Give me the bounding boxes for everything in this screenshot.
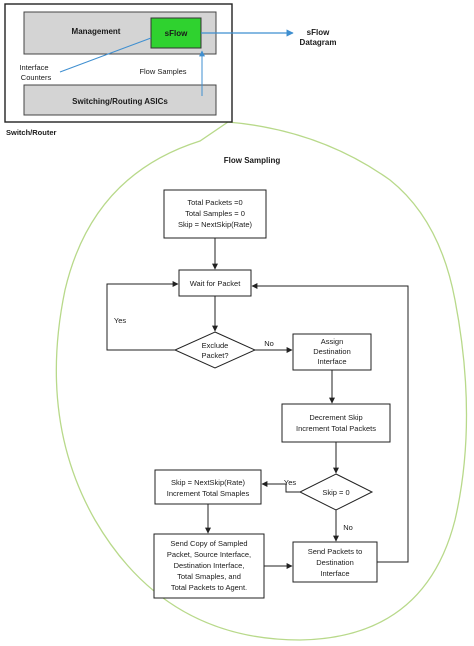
no-label-1: No <box>264 339 274 348</box>
datagram-label-1: sFlow <box>307 28 330 37</box>
init-line-1: Total Packets =0 <box>187 198 242 207</box>
sflow-label: sFlow <box>165 29 188 38</box>
no-label-2: No <box>343 523 353 532</box>
ellipse-outline <box>55 121 468 641</box>
init-box <box>163 189 267 239</box>
send-copy-line-1: Send Copy of Sampled <box>170 539 247 548</box>
send-copy-line-3: Destination Interface, <box>174 561 245 570</box>
zoom-ellipse <box>55 121 468 641</box>
init-line-2: Total Samples = 0 <box>185 209 245 218</box>
send-packets-line-2: Destination <box>316 558 354 567</box>
send-packets-line-3: Interface <box>320 569 349 578</box>
skip-decision-label: Skip = 0 <box>322 488 349 497</box>
interface-counters-label-2: Counters <box>21 73 52 82</box>
nextskip-line-1: Skip = NextSkip(Rate) <box>171 478 245 487</box>
flow-sampling-title: Flow Sampling <box>224 156 281 165</box>
sflow-agent-box <box>150 17 202 49</box>
send-packets-box <box>292 541 378 583</box>
assign-box <box>292 333 372 371</box>
exclude-decision <box>173 331 257 369</box>
exclude-line-2: Packet? <box>201 351 228 360</box>
send-copy-box <box>153 533 265 599</box>
decrement-box <box>281 403 391 443</box>
yes-label-1: Yes <box>114 316 126 325</box>
decrement-line-2: Increment Total Packets <box>296 424 376 433</box>
arrow-loop-to-wait <box>251 283 409 563</box>
send-copy-line-5: Total Packets to Agent. <box>171 583 247 592</box>
nextskip-line-2: Increment Total Smaples <box>167 489 250 498</box>
wait-label: Wait for Packet <box>190 279 241 288</box>
interface-counters-label-1: Interface <box>19 63 48 72</box>
flow-samples-label: Flow Samples <box>139 67 186 76</box>
yes-label-2: Yes <box>284 478 296 487</box>
interface-counters-connector <box>59 37 152 73</box>
management-label: Management <box>72 27 121 36</box>
send-copy-line-4: Total Smaples, and <box>177 572 241 581</box>
switch-router-caption: Switch/Router <box>6 128 57 137</box>
arrow-exclude-yes-loop <box>106 281 179 351</box>
arrow-skip-yes <box>261 481 300 493</box>
asics-box <box>23 84 217 116</box>
asics-label: Switching/Routing ASICs <box>72 97 168 106</box>
datagram-label-2: Datagram <box>300 38 337 47</box>
send-copy-line-2: Packet, Source Interface, <box>167 550 251 559</box>
assign-line-3: Interface <box>317 357 346 366</box>
nextskip-box <box>154 469 262 505</box>
assign-line-1: Assign <box>321 337 344 346</box>
send-packets-line-1: Send Packets to <box>308 547 363 556</box>
decrement-line-1: Decrement Skip <box>309 413 362 422</box>
assign-line-2: Destination <box>313 347 351 356</box>
exclude-line-1: Exclude <box>202 341 229 350</box>
wait-box <box>178 269 252 297</box>
init-line-3: Skip = NextSkip(Rate) <box>178 220 252 229</box>
